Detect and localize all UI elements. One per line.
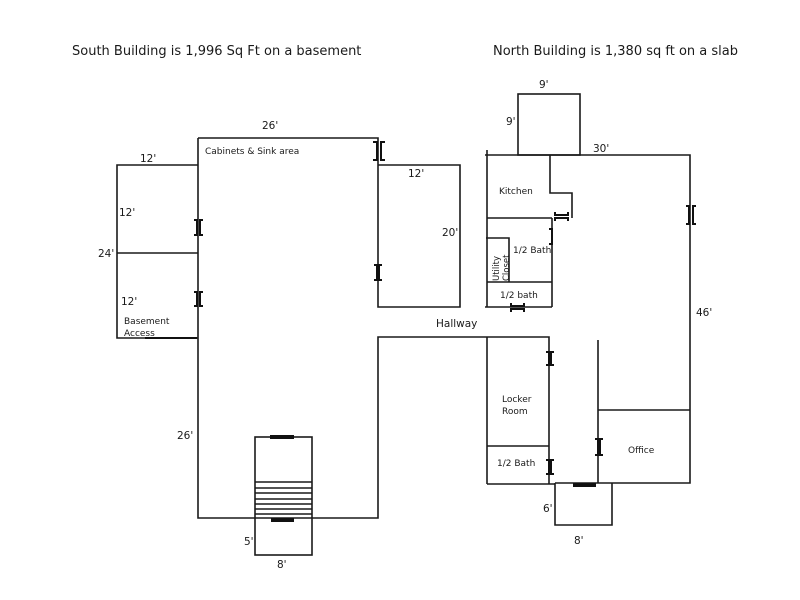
- dim-north-height: 46': [696, 307, 713, 319]
- label-cabinets-sink: Cabinets & Sink area: [205, 147, 300, 157]
- north-building-walls: [485, 93, 696, 526]
- south-building-walls: [116, 137, 485, 556]
- dim-west-wing-total: 24': [98, 248, 115, 260]
- label-half-bath-3: 1/2 Bath: [497, 459, 536, 469]
- dim-entry-width: 8': [574, 535, 584, 547]
- north-building-title: North Building is 1,380 sq ft on a slab: [493, 44, 738, 59]
- dim-east-room-height: 20': [442, 227, 459, 239]
- south-building-title: South Building is 1,996 Sq Ft on a basem…: [72, 44, 362, 59]
- dim-west-room-upper: 12': [119, 207, 136, 219]
- door-symbols-north: [510, 205, 696, 475]
- label-utility-closet: Utility Closet: [492, 254, 512, 282]
- dim-west-wing-width: 12': [140, 153, 157, 165]
- dim-stair-width: 8': [277, 559, 287, 571]
- dim-east-room-width: 12': [408, 168, 425, 180]
- dim-stair-depth: 5': [244, 536, 254, 548]
- label-office: Office: [628, 446, 655, 456]
- stair-treads: [255, 481, 312, 515]
- dim-bump-height: 9': [506, 116, 516, 128]
- dim-west-room-lower: 12': [121, 296, 138, 308]
- door-symbols-south: [194, 141, 385, 307]
- dim-bump-width: 9': [539, 79, 549, 91]
- label-half-bath-2: 1/2 bath: [500, 291, 538, 301]
- dim-north-width: 30': [593, 143, 610, 155]
- dim-south-main-height: 26': [177, 430, 194, 442]
- dim-south-main-width: 26': [262, 120, 279, 132]
- label-half-bath-1: 1/2 Bath: [513, 246, 552, 256]
- label-kitchen: Kitchen: [499, 187, 533, 197]
- label-locker-room: Locker Room: [502, 395, 532, 417]
- dim-entry-depth: 6': [543, 503, 553, 515]
- label-hallway: Hallway: [436, 318, 478, 330]
- label-basement-access: Basement Access: [124, 317, 170, 339]
